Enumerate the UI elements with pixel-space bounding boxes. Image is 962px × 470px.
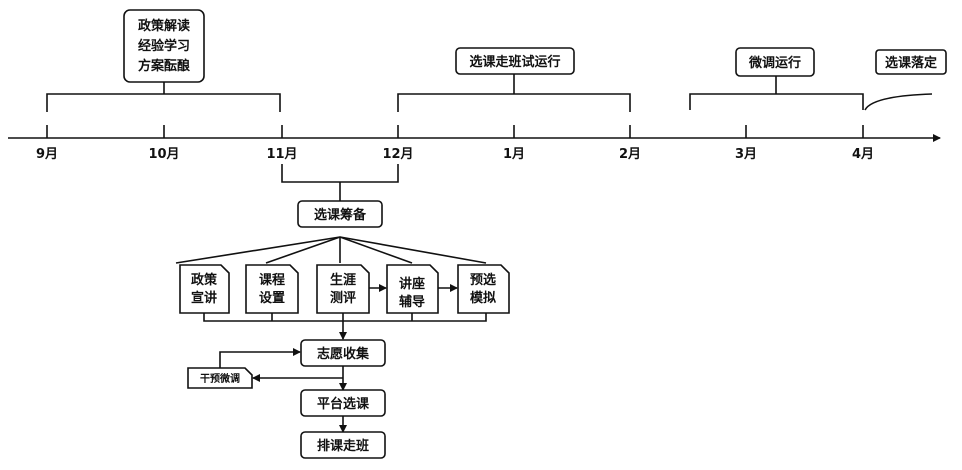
doc-line: 讲座 <box>399 276 425 292</box>
prep-line: 经验学习 <box>138 38 190 54</box>
doc-line: 预选 <box>470 272 496 288</box>
doc-lecture-coaching: 讲座 辅导 <box>386 264 439 314</box>
platform-label: 平台选课 <box>317 396 370 412</box>
doc-line: 模拟 <box>470 290 496 306</box>
prep-line: 方案酝酿 <box>138 58 191 74</box>
prep-phase-box <box>123 9 205 83</box>
course-prep-box <box>297 200 383 228</box>
schedule-box <box>300 431 386 459</box>
tune-phase-box <box>735 47 815 77</box>
month-label: 2月 <box>619 147 641 162</box>
tune-phase-label: 微调运行 <box>748 55 801 71</box>
tune-brace <box>689 76 864 110</box>
doc-line: 辅导 <box>399 294 425 310</box>
fan-lines <box>175 236 487 264</box>
doc-course-setup: 课程 设置 <box>245 264 299 314</box>
doc-line: 宣讲 <box>191 290 217 306</box>
final-phase-box <box>875 49 947 75</box>
course-prep-label: 选课筹备 <box>314 207 367 223</box>
doc-line: 生涯 <box>330 272 356 288</box>
prep-period-brace <box>281 164 399 201</box>
schedule-label: 排课走班 <box>317 438 369 454</box>
month-label: 10月 <box>148 147 179 162</box>
month-label: 12月 <box>382 147 413 162</box>
timeline-ticks <box>46 125 864 138</box>
month-label: 1月 <box>503 147 525 162</box>
doc-line: 课程 <box>259 273 285 288</box>
doc-career-test: 生涯 测评 <box>316 264 370 314</box>
doc-policy: 政策 宣讲 <box>179 264 230 314</box>
month-labels: 9月 10月 11月 12月 1月 2月 3月 4月 <box>36 147 874 162</box>
feedback-loop-to-collect <box>219 348 301 368</box>
final-phase-label: 选课落定 <box>885 55 937 71</box>
prep-line: 政策解读 <box>138 18 190 34</box>
month-label: 3月 <box>735 147 757 162</box>
month-label: 4月 <box>852 147 874 162</box>
final-curve <box>864 93 933 111</box>
doc-preselect-sim: 预选 模拟 <box>457 264 510 314</box>
month-label: 9月 <box>36 147 58 162</box>
trial-phase-label: 选课走班试运行 <box>469 54 560 70</box>
collect-label: 志愿收集 <box>317 346 370 362</box>
doc-line: 政策 <box>191 272 218 288</box>
collect-brace <box>203 313 487 322</box>
doc-line: 测评 <box>330 290 356 306</box>
month-label: 11月 <box>266 147 297 162</box>
trial-phase-box <box>455 47 575 75</box>
intervene-label: 干预微调 <box>200 372 240 385</box>
prep-brace <box>46 82 281 112</box>
doc-line: 设置 <box>259 291 285 306</box>
trial-brace <box>397 74 631 112</box>
prep-phase-label: 政策解读 经验学习 方案酝酿 <box>138 18 191 74</box>
